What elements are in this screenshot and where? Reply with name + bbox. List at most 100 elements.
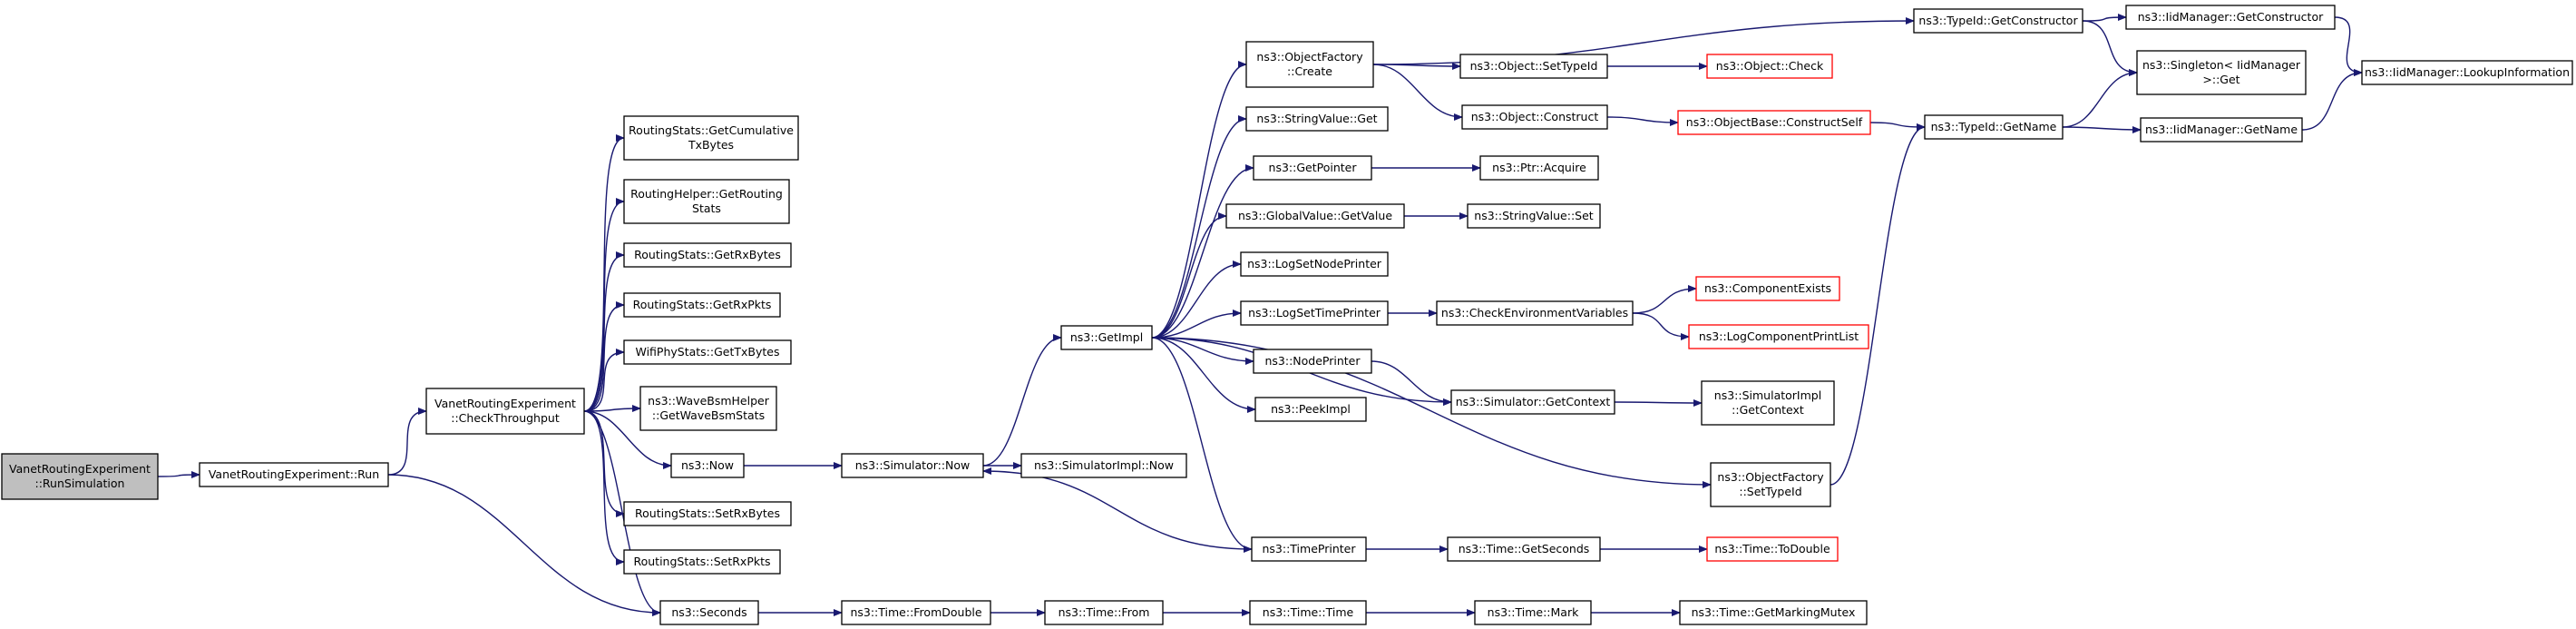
node-get-wave-bsm-stats[interactable]: ns3::WaveBsmHelper::GetWaveBsmStats <box>639 386 777 431</box>
node-run[interactable]: VanetRoutingExperiment::Run <box>199 462 389 487</box>
node-seconds[interactable]: ns3::Seconds <box>659 600 759 625</box>
edge-object_factory_set_type_id-to-type_id_get_name <box>1830 123 1926 486</box>
edge-iid_manager_get_constructor-to-iid_manager_lookup_information <box>2334 16 2363 76</box>
edge-object_base_construct_self-to-type_id_get_name <box>1869 122 1926 131</box>
edges-layer <box>157 14 2363 616</box>
node-label: ::GetWaveBsmStats <box>652 408 765 422</box>
node-string-value-get[interactable]: ns3::StringValue::Get <box>1245 106 1389 132</box>
node-log-set-time-printer[interactable]: ns3::LogSetTimePrinter <box>1240 300 1389 326</box>
node-time-time[interactable]: ns3::Time::Time <box>1249 600 1367 625</box>
node-label: ns3::Object::SetTypeId <box>1470 59 1598 73</box>
node-time-get-seconds[interactable]: ns3::Time::GetSeconds <box>1447 536 1601 562</box>
node-box <box>1677 110 1871 135</box>
node-time-from[interactable]: ns3::Time::From <box>1044 600 1164 625</box>
node-box <box>1253 349 1372 374</box>
node-box <box>623 179 790 224</box>
node-box <box>1688 324 1869 349</box>
node-get-tx-bytes[interactable]: WifiPhyStats::GetTxBytes <box>623 339 792 365</box>
edge-check_environment_variables-to-component_exists <box>1632 285 1697 314</box>
node-check-environment-variables[interactable]: ns3::CheckEnvironmentVariables <box>1436 300 1634 326</box>
node-time-to-double[interactable]: ns3::Time::ToDouble <box>1706 536 1839 562</box>
node-type-id-get-constructor[interactable]: ns3::TypeId::GetConstructor <box>1913 8 2083 34</box>
node-box <box>623 339 792 365</box>
node-box <box>1044 600 1164 625</box>
edge-get_impl-to-object_factory_set_type_id <box>1151 337 1712 488</box>
node-global-value-get-value[interactable]: ns3::GlobalValue::GetValue <box>1225 203 1405 229</box>
node-box <box>623 115 799 161</box>
node-iid-manager-lookup-information[interactable]: ns3::IidManager::LookupInformation <box>2361 60 2573 85</box>
node-box <box>1245 106 1389 132</box>
node-component-exists[interactable]: ns3::ComponentExists <box>1695 276 1840 301</box>
node-label: ns3::Time::ToDouble <box>1714 542 1830 555</box>
edge-check_throughput-to-get_rx_bytes <box>583 251 625 412</box>
edge-check_throughput-to-get_tx_bytes <box>583 349 625 412</box>
node-time-mark[interactable]: ns3::Time::Mark <box>1474 600 1592 625</box>
node-object-check[interactable]: ns3::Object::Check <box>1706 54 1833 79</box>
node-box <box>1245 41 1374 88</box>
node-simulator-impl-now[interactable]: ns3::SimulatorImpl::Now <box>1020 453 1187 478</box>
node-box <box>425 388 585 435</box>
node-simulator-now[interactable]: ns3::Simulator::Now <box>841 453 984 478</box>
node-type-id-get-name[interactable]: ns3::TypeId::GetName <box>1924 114 2064 140</box>
node-label: ns3::GlobalValue::GetValue <box>1238 209 1392 222</box>
node-box <box>1695 276 1840 301</box>
node-check-throughput[interactable]: VanetRoutingExperiment::CheckThroughput <box>425 388 585 435</box>
node-label: ::CheckThroughput <box>451 411 560 425</box>
node-iid-manager-get-constructor[interactable]: ns3::IidManager::GetConstructor <box>2125 5 2336 30</box>
node-box <box>623 292 781 318</box>
node-box <box>1249 600 1367 625</box>
node-run-simulation[interactable]: VanetRoutingExperiment::RunSimulation <box>1 453 159 500</box>
node-label: VanetRoutingExperiment <box>9 462 151 476</box>
node-ptr-acquire[interactable]: ns3::Ptr::Acquire <box>1479 155 1599 181</box>
node-box <box>1467 203 1601 229</box>
node-box <box>1240 300 1389 326</box>
node-label: VanetRoutingExperiment::Run <box>209 467 379 481</box>
node-label: ns3::TimePrinter <box>1263 542 1357 555</box>
node-object-set-type-id[interactable]: ns3::Object::SetTypeId <box>1459 54 1608 79</box>
node-now[interactable]: ns3::Now <box>670 453 745 478</box>
node-get-rx-pkts[interactable]: RoutingStats::GetRxPkts <box>623 292 781 318</box>
edge-get_impl-to-object_factory_create <box>1151 61 1247 339</box>
node-get-pointer[interactable]: ns3::GetPointer <box>1253 155 1372 181</box>
node-string-value-set[interactable]: ns3::StringValue::Set <box>1467 203 1601 229</box>
edge-get_impl-to-node_printer <box>1151 337 1254 365</box>
node-box <box>1459 54 1608 79</box>
edge-type_id_get_name-to-singleton_get <box>2062 69 2138 128</box>
node-simulator-get-context[interactable]: ns3::Simulator::GetContext <box>1450 389 1615 415</box>
node-label: ns3::LogComponentPrintList <box>1699 329 1859 343</box>
node-iid-manager-get-name[interactable]: ns3::IidManager::GetName <box>2140 117 2303 143</box>
edge-check_throughput-to-get_cumulative_tx_bytes <box>583 134 625 412</box>
node-time-get-marking-mutex[interactable]: ns3::Time::GetMarkingMutex <box>1679 600 1868 625</box>
node-label: ::GetContext <box>1732 403 1804 417</box>
node-simulator-impl-get-context[interactable]: ns3::SimulatorImpl::GetContext <box>1701 380 1835 426</box>
edge-get_impl-to-log_set_node_printer <box>1151 260 1242 339</box>
node-box <box>1450 389 1615 415</box>
node-label: ns3::GetImpl <box>1070 330 1143 344</box>
node-set-rx-bytes[interactable]: RoutingStats::SetRxBytes <box>623 501 792 526</box>
node-box <box>2140 117 2303 143</box>
node-label: ns3::GetPointer <box>1269 161 1358 174</box>
edge-get_impl-to-get_pointer <box>1151 164 1254 339</box>
node-object-construct[interactable]: ns3::Object::Construct <box>1461 104 1608 130</box>
node-label: ns3::StringValue::Get <box>1256 112 1377 125</box>
node-peek-impl[interactable]: ns3::PeekImpl <box>1254 397 1367 422</box>
node-object-factory-set-type-id[interactable]: ns3::ObjectFactory::SetTypeId <box>1710 462 1831 507</box>
node-label: >::Get <box>2202 73 2239 86</box>
edge-get_impl-to-string_value_get <box>1151 115 1247 339</box>
node-object-factory-create[interactable]: ns3::ObjectFactory::Create <box>1245 41 1374 88</box>
node-log-set-node-printer[interactable]: ns3::LogSetNodePrinter <box>1240 251 1389 277</box>
node-box <box>1913 8 2083 34</box>
node-object-base-construct-self[interactable]: ns3::ObjectBase::ConstructSelf <box>1677 110 1871 135</box>
node-time-from-double[interactable]: ns3::Time::FromDouble <box>841 600 991 625</box>
node-set-rx-pkts[interactable]: RoutingStats::SetRxPkts <box>623 549 781 575</box>
node-log-component-print-list[interactable]: ns3::LogComponentPrintList <box>1688 324 1869 349</box>
node-get-rx-bytes[interactable]: RoutingStats::GetRxBytes <box>623 242 792 268</box>
node-singleton-get[interactable]: ns3::Singleton< IidManager >::Get <box>2136 50 2307 95</box>
node-box <box>1679 600 1868 625</box>
node-node-printer[interactable]: ns3::NodePrinter <box>1253 349 1372 374</box>
node-get-impl[interactable]: ns3::GetImpl <box>1060 325 1153 350</box>
node-box <box>1447 536 1601 562</box>
node-time-printer[interactable]: ns3::TimePrinter <box>1251 536 1367 562</box>
